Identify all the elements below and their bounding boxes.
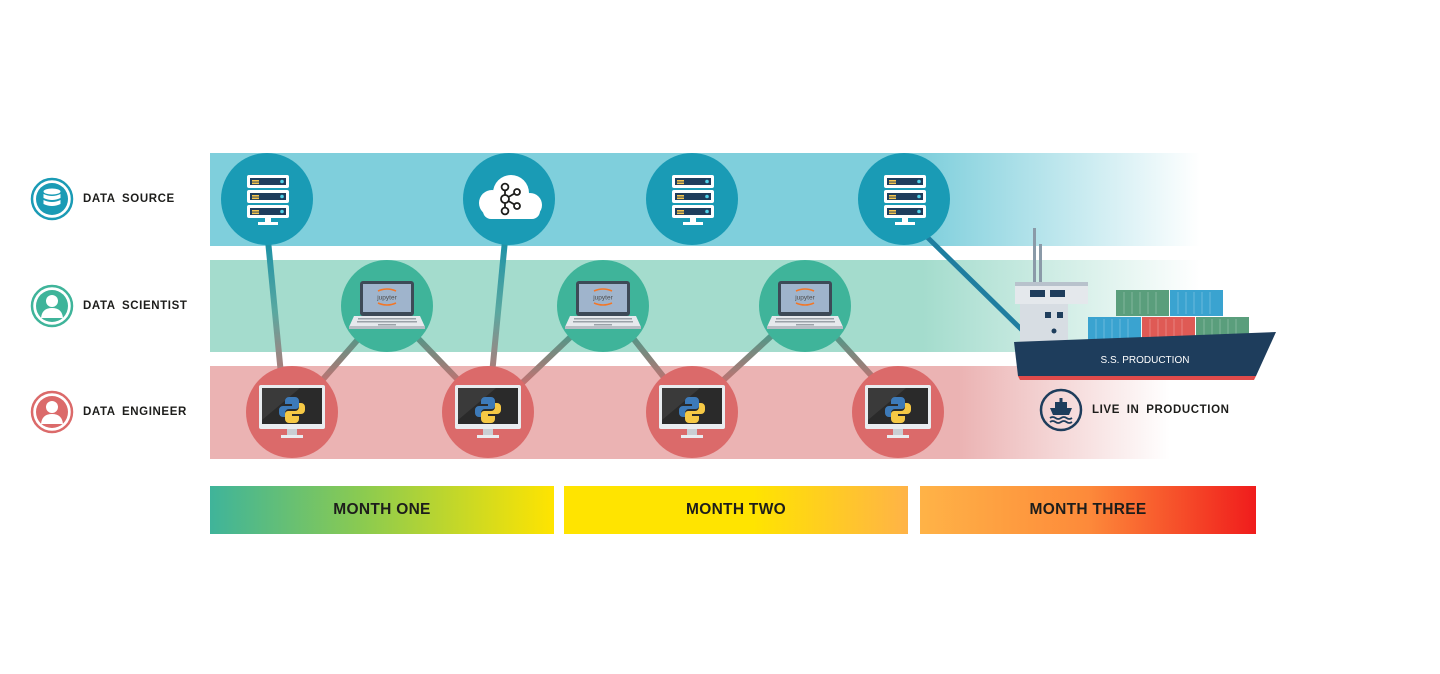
jupyter-laptop-icon: jupyter [565,281,641,329]
month-three-bar [920,486,1256,534]
legend-label: DATA ENGINEER [83,406,187,418]
kafka-cloud-icon [479,175,542,219]
live-label: LIVE IN PRODUCTION [1092,404,1230,416]
month-three-label: MONTH THREE [1029,501,1147,518]
engineer-node-monitor [646,366,738,458]
python-monitor-icon [865,385,931,438]
python-monitor-icon [659,385,725,438]
month-two-bar [564,486,908,534]
scientist-node-laptop: jupyter [759,260,851,352]
connector [264,227,286,398]
connector-to-ship [922,232,1025,333]
scientist-node-laptop: jupyter [557,260,649,352]
ship-name: S.S. PRODUCTION [1101,355,1190,366]
python-monitor-icon [259,385,325,438]
user-icon [30,284,74,328]
engineer-node-monitor [442,366,534,458]
server-icon [247,175,289,225]
user-icon [30,390,74,434]
server-icon [672,175,714,225]
month-two-label: MONTH TWO [686,501,786,518]
production-ship: S.S. PRODUCTION [1014,228,1276,380]
month-one-bar [210,486,554,534]
live-in-production: LIVE IN PRODUCTION [1039,388,1230,432]
source-node-server [221,153,313,245]
legend-data-source: DATA SOURCE [30,176,175,222]
legend-label: DATA SCIENTIST [83,300,188,312]
scientist-node-laptop: jupyter [341,260,433,352]
python-monitor-icon [455,385,521,438]
engineer-node-monitor [246,366,338,458]
legend-label: DATA SOURCE [83,193,175,205]
jupyter-label: jupyter [794,295,815,302]
server-icon [884,175,926,225]
legend-data-engineer: DATA ENGINEER [30,389,187,435]
source-node-server [858,153,950,245]
month-one-label: MONTH ONE [333,501,431,518]
jupyter-label: jupyter [376,295,397,302]
source-node-server [646,153,738,245]
jupyter-laptop-icon: jupyter [767,281,843,329]
database-icon [30,177,74,221]
ship-icon [1039,388,1083,432]
legend-data-scientist: DATA SCIENTIST [30,283,187,329]
engineer-node-monitor [852,366,944,458]
connector [715,325,783,388]
source-node-kafka [463,153,555,245]
jupyter-label: jupyter [592,295,613,302]
jupyter-laptop-icon: jupyter [349,281,425,329]
